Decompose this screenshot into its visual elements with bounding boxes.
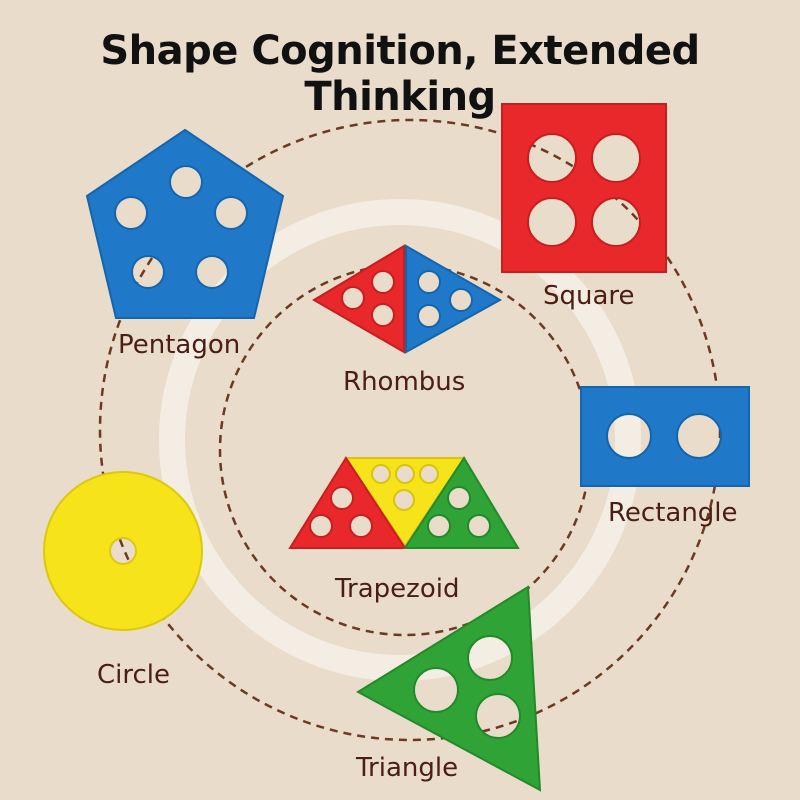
label-circle: Circle [97, 660, 171, 690]
label-trapezoid: Trapezoid [335, 574, 460, 604]
label-triangle: Triangle [356, 753, 459, 783]
rectangle-shape [580, 386, 750, 487]
label-rectangle: Rectangle [608, 498, 738, 528]
label-square: Square [543, 281, 635, 311]
label-rhombus: Rhombus [343, 367, 466, 397]
circle-shape [42, 471, 204, 631]
trapezoid-shape [288, 456, 520, 549]
page-title: Shape Cognition, Extended Thinking [100, 28, 700, 120]
triangle-shape [356, 585, 542, 792]
pentagon-shape [85, 128, 285, 319]
square-shape [501, 103, 667, 273]
label-pentagon: Pentagon [118, 330, 241, 360]
rhombus-shape [312, 244, 503, 354]
